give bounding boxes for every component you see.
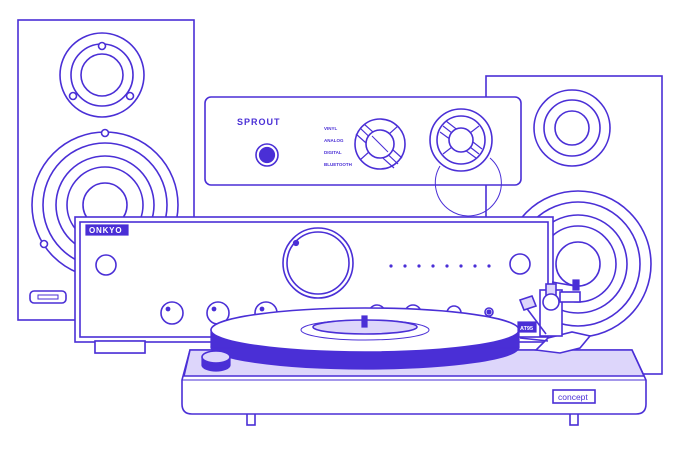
label-bluetooth: BLUETOOTH <box>324 162 352 167</box>
sprout-amplifier: SPROUT VINYL ANALOG DIGITAL BLUETOOTH <box>204 96 522 217</box>
cartridge-label: AT95 <box>520 326 533 332</box>
display-button[interactable] <box>509 253 531 275</box>
concept-badge: concept <box>552 389 596 404</box>
turntable: concept A <box>181 279 647 426</box>
volume-knob[interactable] <box>429 108 502 217</box>
left-speaker <box>17 19 195 321</box>
selector-knob[interactable] <box>354 118 406 170</box>
indicator-dots <box>389 264 491 268</box>
label-vinyl: VINYL <box>324 126 338 131</box>
label-analog: ANALOG <box>324 138 344 143</box>
source-labels: VINYL ANALOG DIGITAL BLUETOOTH <box>324 126 352 167</box>
sprout-logo: SPROUT <box>237 117 281 127</box>
platter <box>210 307 520 370</box>
start-knob[interactable] <box>201 350 231 372</box>
label-digital: DIGITAL <box>324 150 342 155</box>
concept-logo: concept <box>558 392 588 402</box>
tonearm[interactable]: AT95 <box>517 279 592 354</box>
power-button[interactable] <box>95 254 117 276</box>
onkyo-logo: ONKYO <box>89 226 122 235</box>
